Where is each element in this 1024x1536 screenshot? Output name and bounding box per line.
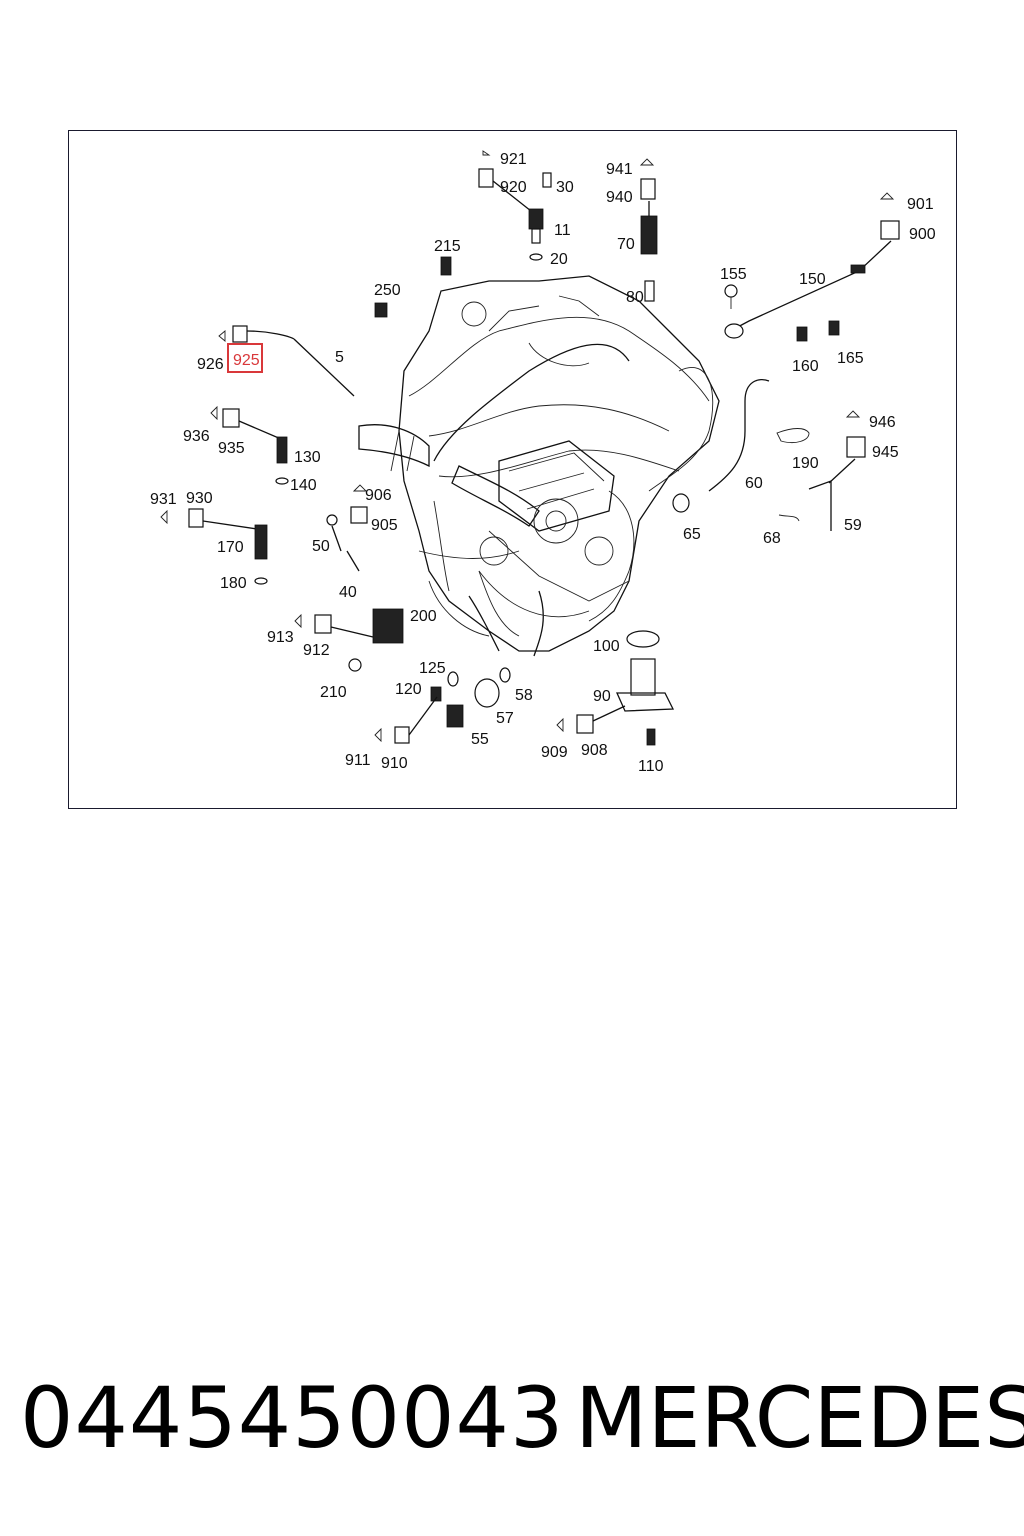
sensor-40 — [326, 484, 368, 572]
label-936: 936 — [183, 428, 210, 445]
label-190: 190 — [792, 455, 819, 472]
part-215 — [440, 256, 452, 276]
label-905: 905 — [371, 517, 398, 534]
engine-assembly — [358, 275, 720, 657]
label-920: 920 — [500, 179, 527, 196]
label-250: 250 — [374, 282, 401, 299]
footer: 0445450043 MERCEDES — [0, 1370, 1024, 1470]
label-68: 68 — [763, 530, 781, 547]
sensor-200 — [294, 608, 404, 672]
label-11: 11 — [554, 222, 571, 239]
sensor-11 — [478, 150, 552, 261]
label-50: 50 — [312, 538, 330, 555]
part-number: 0445450043 — [20, 1369, 565, 1467]
label-160: 160 — [792, 358, 819, 375]
label-911: 911 — [345, 752, 371, 769]
label-945: 945 — [872, 444, 899, 461]
label-165: 165 — [837, 350, 864, 367]
label-55: 55 — [471, 731, 489, 748]
label-210: 210 — [320, 684, 347, 701]
label-170: 170 — [217, 539, 244, 556]
sensor-59 — [672, 378, 866, 531]
highlight-box-925[interactable] — [227, 343, 263, 373]
label-910: 910 — [381, 755, 408, 772]
label-930: 930 — [186, 490, 213, 507]
label-150: 150 — [799, 271, 826, 288]
glow-plug-5 — [218, 325, 355, 397]
part-250 — [374, 302, 388, 318]
sensor-150 — [724, 192, 900, 342]
sensor-70 — [639, 158, 658, 302]
label-946: 946 — [869, 414, 896, 431]
label-130: 130 — [294, 449, 321, 466]
label-921: 921 — [500, 151, 527, 168]
label-180: 180 — [220, 575, 247, 592]
label-908: 908 — [581, 742, 608, 759]
label-925[interactable]: 925 — [233, 352, 260, 369]
sensor-55 — [374, 667, 511, 744]
label-59: 59 — [844, 517, 862, 534]
label-926: 926 — [197, 356, 224, 373]
label-5: 5 — [335, 349, 344, 366]
label-940: 940 — [606, 189, 633, 206]
label-912: 912 — [303, 642, 330, 659]
label-20: 20 — [550, 251, 568, 268]
label-900: 900 — [909, 226, 936, 243]
label-935: 935 — [218, 440, 245, 457]
label-200: 200 — [410, 608, 437, 625]
label-65: 65 — [683, 526, 701, 543]
label-100: 100 — [593, 638, 620, 655]
label-40: 40 — [339, 584, 357, 601]
label-90: 90 — [593, 688, 611, 705]
sensor-170 — [160, 508, 268, 585]
label-58: 58 — [515, 687, 533, 704]
label-120: 120 — [395, 681, 422, 698]
label-155: 155 — [720, 266, 747, 283]
brand-name: MERCEDES — [575, 1369, 1024, 1467]
label-80: 80 — [626, 289, 644, 306]
label-941: 941 — [606, 161, 633, 178]
label-60: 60 — [745, 475, 763, 492]
label-909: 909 — [541, 744, 568, 761]
label-70: 70 — [617, 236, 635, 253]
label-110: 110 — [638, 758, 664, 775]
label-901: 901 — [907, 196, 934, 213]
label-906: 906 — [365, 487, 392, 504]
label-30: 30 — [556, 179, 574, 196]
sensor-90 — [556, 630, 675, 746]
engine-sensor-diagram: 921 920 30 11 20 941 940 70 80 901 900 2… — [150, 150, 936, 775]
label-57: 57 — [496, 710, 514, 727]
label-931: 931 — [150, 491, 177, 508]
label-125: 125 — [419, 660, 446, 677]
diagram-frame: 921 920 30 11 20 941 940 70 80 901 900 2… — [68, 130, 957, 809]
label-140: 140 — [290, 477, 317, 494]
sensor-130 — [210, 405, 289, 485]
label-215: 215 — [434, 238, 461, 255]
label-913: 913 — [267, 629, 294, 646]
